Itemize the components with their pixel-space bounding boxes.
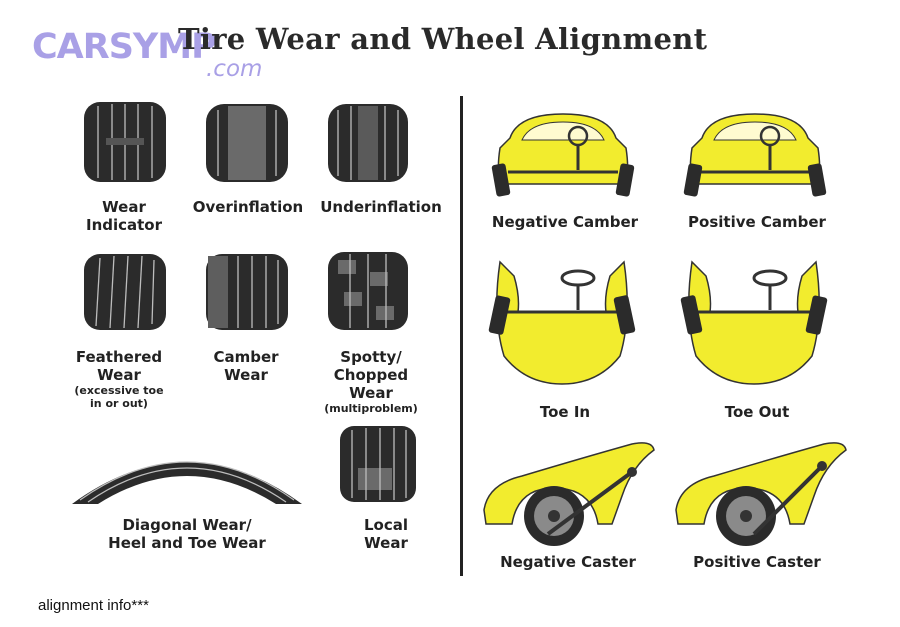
toe-out-label: Toe Out (724, 403, 790, 421)
diagonal-wear-label: Diagonal Wear/Heel and Toe Wear (108, 516, 266, 552)
local-wear-tire-icon (340, 426, 416, 502)
spotty-wear-tire-icon (328, 252, 408, 330)
underinflation-label: Underinflation (320, 198, 442, 216)
diagonal-wear-tire-icon (72, 461, 302, 504)
section-divider (460, 96, 463, 576)
negative-camber-car-icon (491, 113, 635, 197)
negative-caster-label: Negative Caster (500, 553, 636, 571)
positive-caster-label: Positive Caster (693, 553, 821, 571)
positive-camber-label: Positive Camber (688, 213, 826, 231)
camber-wear-tire-icon (206, 254, 288, 330)
carsymp-logo-domain: .com (206, 56, 263, 82)
page-title: Tire Wear and Wheel Alignment (178, 22, 708, 56)
caption-text: alignment info*** (38, 597, 149, 614)
toe-out-car-icon (680, 260, 828, 385)
toe-in-label: Toe In (539, 403, 591, 421)
overinflation-label: Overinflation (192, 198, 304, 216)
positive-camber-car-icon (683, 113, 827, 197)
feathered-wear-tire-icon (84, 254, 166, 330)
underinflation-tire-icon (328, 104, 408, 182)
positive-caster-car-icon (675, 442, 847, 546)
spotty-wear-note: (multiproblem) (324, 402, 418, 415)
toe-in-car-icon (488, 260, 636, 385)
overinflation-tire-icon (206, 104, 288, 182)
wear-indicator-tire-icon (84, 102, 166, 182)
negative-camber-label: Negative Camber (491, 213, 639, 231)
negative-caster-car-icon (483, 442, 655, 546)
carsymp-logo[interactable]: CARSYMP (32, 27, 217, 67)
